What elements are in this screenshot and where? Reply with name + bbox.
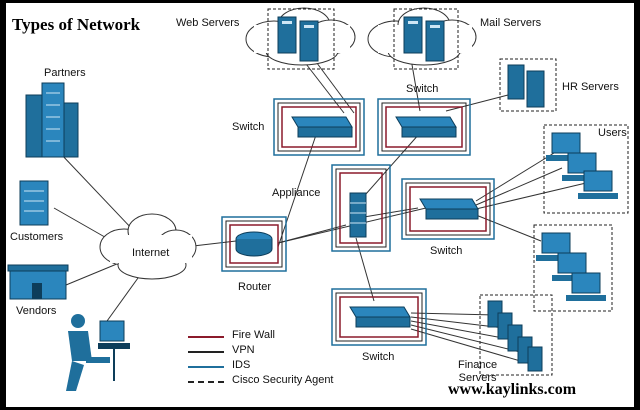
footer-url: www.kaylinks.com bbox=[448, 381, 577, 398]
legend-swatch-ids bbox=[188, 366, 224, 368]
link-switch-users-1 bbox=[475, 152, 555, 202]
switch-bottom-icon bbox=[331, 288, 427, 346]
customers-building-icon bbox=[19, 180, 49, 226]
connection-lines bbox=[53, 50, 587, 366]
label-vendors: Vendors bbox=[16, 305, 57, 317]
network-diagram: Types of Network Web Servers Mail Server… bbox=[6, 3, 634, 407]
link-appliance-switch-bottom bbox=[355, 237, 375, 302]
link-appliance-switch-mid bbox=[357, 207, 419, 219]
hr-servers-icon bbox=[499, 58, 557, 112]
switch-top-icon bbox=[377, 98, 471, 156]
legend-label: Fire Wall bbox=[232, 329, 275, 341]
legend-label: IDS bbox=[232, 359, 251, 371]
link-switch-finance-5 bbox=[410, 328, 535, 366]
legend-item-vpn: VPN bbox=[188, 344, 358, 359]
legend: Fire Wall VPN IDS Cisco Security Agent bbox=[188, 329, 358, 389]
label-hr-servers: HR Servers bbox=[562, 81, 619, 93]
label-switch-mid: Switch bbox=[430, 245, 463, 257]
link-vendors-internet bbox=[65, 260, 125, 286]
label-switch-left: Switch bbox=[232, 121, 265, 133]
link-switch-finance-4 bbox=[410, 324, 525, 354]
legend-item-ids: IDS bbox=[188, 359, 358, 374]
appliance-firewall-icon bbox=[331, 164, 391, 252]
label-customers: Customers bbox=[10, 231, 64, 243]
link-switch-users-4 bbox=[475, 214, 542, 242]
legend-swatch-vpn bbox=[188, 351, 224, 353]
label-web-servers: Web Servers bbox=[176, 17, 240, 29]
label-mail-servers: Mail Servers bbox=[480, 17, 542, 29]
user-at-desk-icon bbox=[66, 314, 130, 391]
legend-item-csa: Cisco Security Agent bbox=[188, 374, 358, 389]
label-router: Router bbox=[238, 281, 272, 293]
link-router-switch-left bbox=[277, 134, 317, 248]
label-finance-servers: Finance Servers bbox=[458, 359, 498, 384]
mail-servers-icon bbox=[393, 8, 459, 70]
legend-swatch-firewall bbox=[188, 336, 224, 338]
legend-label: VPN bbox=[232, 344, 255, 356]
finance-servers-icon bbox=[479, 294, 553, 376]
link-switch-hrservers bbox=[445, 94, 509, 112]
label-users: Users bbox=[598, 127, 627, 139]
label-appliance: Appliance bbox=[272, 187, 321, 199]
web-servers-icon bbox=[267, 8, 335, 70]
legend-item-firewall: Fire Wall bbox=[188, 329, 358, 344]
label-partners: Partners bbox=[44, 67, 86, 79]
switch-left-icon bbox=[273, 98, 365, 156]
cloud-internet bbox=[99, 213, 197, 280]
label-internet: Internet bbox=[132, 247, 170, 259]
vendors-building-icon bbox=[7, 264, 69, 300]
legend-label: Cisco Security Agent bbox=[232, 374, 334, 386]
router-icon bbox=[221, 216, 287, 272]
diagram-canvas bbox=[7, 7, 629, 391]
link-partners-internet bbox=[59, 152, 135, 232]
link-switch-users-2 bbox=[475, 167, 563, 206]
switch-mid-icon bbox=[401, 178, 495, 240]
label-switch-bottom: Switch bbox=[362, 351, 395, 363]
link-switch-finance-1 bbox=[410, 312, 497, 316]
label-switch-top: Switch bbox=[406, 83, 439, 95]
users-computers-bottom-icon bbox=[533, 224, 613, 312]
legend-swatch-csa bbox=[188, 381, 224, 383]
diagram-title: Types of Network bbox=[12, 15, 141, 34]
link-user-internet bbox=[101, 277, 139, 329]
link-switch-users-3 bbox=[475, 182, 587, 210]
link-switch-finance-3 bbox=[410, 320, 515, 341]
link-appliance-switch-top bbox=[357, 132, 421, 204]
partners-building-icon bbox=[25, 82, 79, 158]
users-computers-top-icon bbox=[543, 124, 629, 214]
